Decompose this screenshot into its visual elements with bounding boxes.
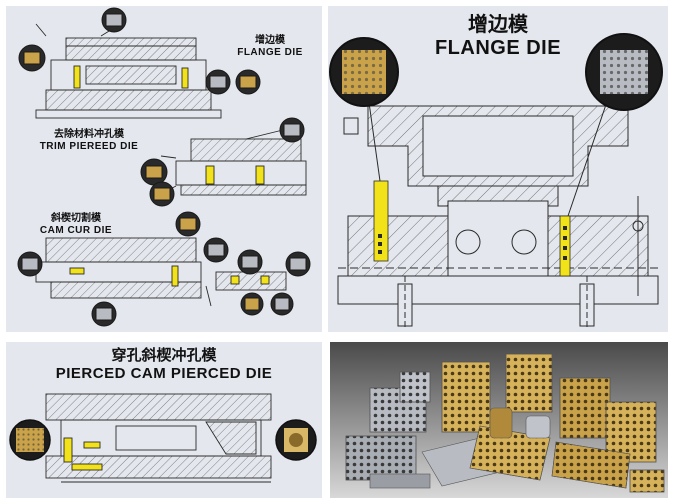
trim-die-label-zh: 去除材料冲孔模 bbox=[54, 129, 124, 140]
die-schematics-top-left bbox=[17, 7, 311, 327]
pierced-cam-die-drawing bbox=[9, 393, 317, 483]
product-photo-panel bbox=[330, 342, 668, 498]
cam-die-label-zh: 斜楔切割模 bbox=[51, 213, 101, 224]
trim-die-label-en: TRIM PIEREED DIE bbox=[39, 141, 139, 152]
top-right-panel: 增边模 FLANGE DIE bbox=[328, 6, 668, 332]
flange-die-title-en: FLANGE DIE bbox=[434, 37, 562, 59]
flange-die-title: 增边模 FLANGE DIE bbox=[398, 14, 598, 58]
flange-die-label-zh: 增边模 bbox=[255, 35, 285, 46]
flange-die-caption: 增边模 FLANGE DIE bbox=[222, 36, 318, 58]
flange-die-drawing bbox=[35, 23, 222, 119]
part-lenses bbox=[17, 7, 311, 327]
flange-die-label-en: FLANGE DIE bbox=[237, 47, 303, 58]
wear-plates-photo bbox=[330, 342, 668, 498]
top-left-panel: 增边模 FLANGE DIE 去除材料冲孔模 TRIM PIEREED DIE … bbox=[6, 6, 322, 332]
pierced-cam-title-zh: 穿孔斜楔冲孔模 bbox=[111, 346, 217, 364]
pierced-cam-title: 穿孔斜楔冲孔模 PIERCED CAM PIERCED DIE bbox=[14, 346, 314, 382]
pierced-cam-title-en: PIERCED CAM PIERCED DIE bbox=[55, 365, 273, 382]
trim-die-caption: 去除材料冲孔模 TRIM PIEREED DIE bbox=[14, 130, 164, 152]
cam-die-label-en: CAM CUR DIE bbox=[39, 225, 113, 236]
cam-die-drawing bbox=[35, 237, 287, 307]
wear-plate-left bbox=[373, 180, 389, 262]
flange-die-detail-drawing bbox=[329, 33, 663, 330]
flange-die-title-zh: 增边模 bbox=[468, 12, 528, 36]
cam-die-caption: 斜楔切割模 CAM CUR DIE bbox=[26, 214, 126, 236]
bottom-left-panel: 穿孔斜楔冲孔模 PIERCED CAM PIERCED DIE bbox=[6, 342, 322, 498]
